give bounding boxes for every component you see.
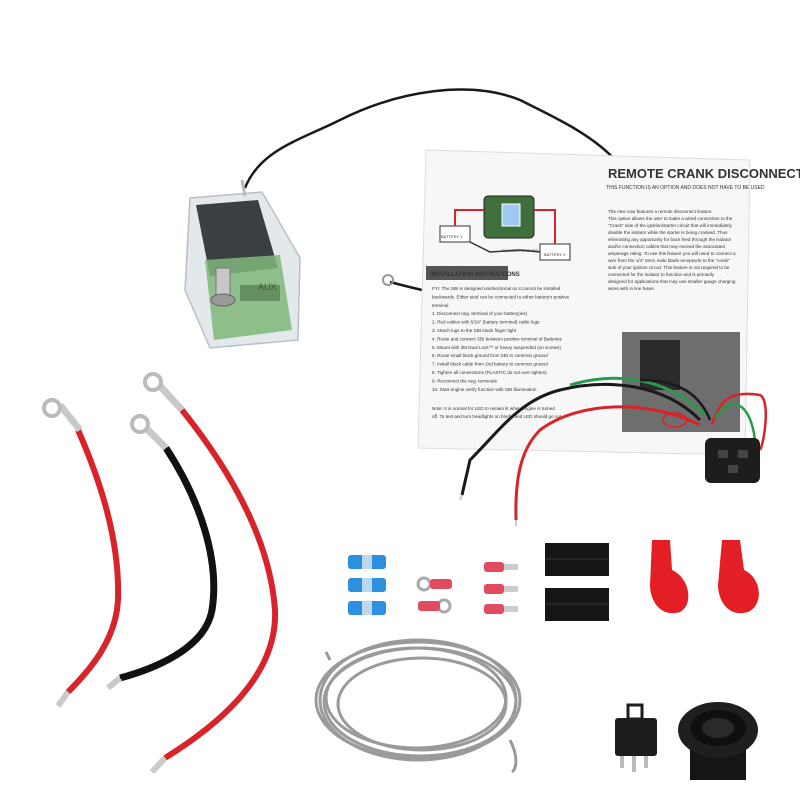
- sheet-body-line: amperage rating. To use this feature you…: [608, 251, 736, 256]
- sheet-body-text: The new now features a remote disconnect…: [608, 209, 736, 291]
- diagram-label-left: BATTERY 1: [441, 234, 463, 239]
- sheet-step-line: 5. Mount with 3M Dual Lock™ or heavy sus…: [432, 345, 561, 350]
- sheet-step-line: 10. Start engine verify function with SB…: [432, 387, 537, 392]
- sheet-body-line: "Crank" side of the ignition/starter cir…: [608, 223, 732, 228]
- sheet-step-line: 6. Route small black ground from SBI to …: [432, 353, 548, 358]
- sheet-body-line: This option allows the user to make a wi…: [608, 216, 733, 221]
- sheet-subtitle: THIS FUNCTION IS AN OPTION AND DOES NOT …: [606, 185, 765, 191]
- sheet-step-line: 3. Attach lugs to the SBI studs finger t…: [432, 328, 517, 333]
- sheet-title: REMOTE CRANK DISCONNECT: [608, 166, 800, 181]
- sheet-body-line: wires with in line fuses.: [608, 286, 655, 291]
- black-cable: [106, 414, 218, 691]
- dual-lock-strips: [545, 543, 609, 621]
- sheet-body-line: wire from the 1/4" 6mm male blade recept…: [608, 258, 730, 263]
- sheet-body-line: and/or connection cables that may exceed…: [608, 244, 725, 249]
- relay-harness: [459, 376, 767, 526]
- grey-wire-coil: [314, 638, 522, 774]
- sheet-body-line: The new now features a remote disconnect…: [608, 209, 713, 214]
- sheet-step-line: terminal.: [432, 303, 450, 308]
- sheet-steps: FYI: The SBI is designed unidirectional …: [432, 286, 570, 392]
- sheet-step-line: backwards. Either stud can be connected …: [432, 294, 570, 299]
- wiring-diagram: BATTERY 1 CHASSIS GROUND BATTERY 2: [439, 195, 571, 261]
- sheet-step-line: 7. Install black cable from 2nd battery …: [432, 362, 548, 367]
- sheet-step-line: 8. Tighten all connections (PLASTIC do n…: [432, 370, 547, 375]
- isolator-module: AUX: [184, 179, 301, 349]
- sheet-step-line: 2. Red cables with 5/16" (battery termin…: [432, 320, 540, 325]
- sheet-step-line: 1. Disconnect neg. terminal of your batt…: [432, 311, 528, 316]
- red-spade-connectors: [484, 562, 518, 614]
- red-ring-terminals: [416, 576, 452, 614]
- aux-label: AUX: [258, 282, 277, 292]
- sense-wire-ring: [382, 274, 394, 286]
- sheet-note-line: Note: It is normal for LED to remain lit…: [432, 406, 555, 411]
- sheet-step-line: 9. Reconnect the neg. terminals: [432, 378, 498, 383]
- instruction-sheet: REMOTE CRANK DISCONNECT THIS FUNCTION IS…: [417, 149, 800, 456]
- sheet-body-line: eliminating any opportunity for back fee…: [608, 237, 732, 242]
- blue-butt-connectors: [348, 555, 386, 615]
- diagram-label-right: BATTERY 2: [544, 252, 566, 257]
- red-cable-short: [42, 398, 122, 708]
- sheet-step-line: 4. Route and connect SBI between positiv…: [432, 336, 563, 341]
- sheet-note-line: off. To test and turn headlights on brie…: [432, 414, 562, 419]
- relay-socket: [705, 438, 760, 483]
- relay: [615, 703, 657, 772]
- red-cable-long: [143, 372, 279, 775]
- red-terminal-boots: [650, 540, 759, 614]
- sheet-body-line: connected for the isolator to function a…: [608, 272, 715, 277]
- sheet-body-line: designed for applications that may use s…: [608, 279, 736, 284]
- sheet-body-line: disable the isolator while the starter i…: [608, 230, 728, 235]
- sheet-note: Note: It is normal for LED to remain lit…: [432, 406, 562, 419]
- diagram-label-center: CHASSIS GROUND: [502, 248, 539, 253]
- sheet-body-line: side of your ignition circuit. This feat…: [608, 265, 730, 270]
- sheet-step-line: FYI: The SBI is designed unidirectional …: [432, 286, 561, 291]
- section-heading: INSTALLATION INSTRUCTIONS: [430, 272, 520, 278]
- dash-socket: [678, 702, 758, 780]
